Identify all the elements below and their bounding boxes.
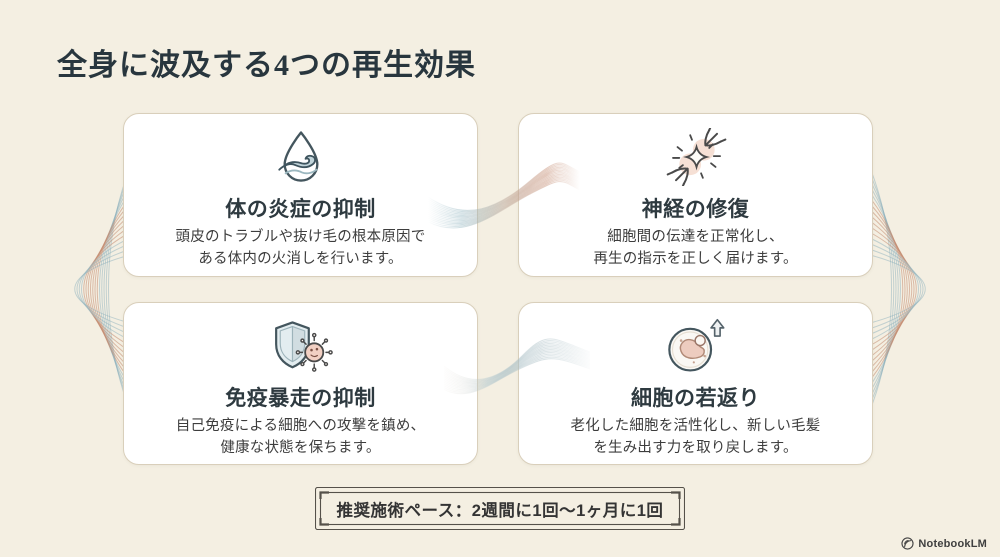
card-body: 自己免疫による細胞への攻撃を鎮め、 健康な状態を保ちます。 [175, 418, 426, 456]
shield-virus-icon [268, 316, 333, 376]
synapse-spark-icon [663, 127, 728, 187]
notebooklm-logo-icon [901, 537, 914, 550]
card-title: 体の炎症の抑制 [225, 198, 376, 221]
brand-footer: NotebookLM [901, 537, 987, 550]
card-body: 細胞間の伝達を正常化し、 再生の指示を正しく届けます。 [593, 229, 798, 267]
card-immune-control: 免疫暴走の抑制 自己免疫による細胞への攻撃を鎮め、 健康な状態を保ちます。 [123, 302, 478, 465]
card-nerve-repair: 神経の修復 細胞間の伝達を正常化し、 再生の指示を正しく届けます。 [518, 113, 873, 277]
page-title: 全身に波及する4つの再生効果 [57, 49, 476, 82]
pace-label: 推奨施術ペース：2週間に1回〜1ヶ月に1回 [336, 501, 664, 520]
pace-banner: 推奨施術ペース：2週間に1回〜1ヶ月に1回 [315, 487, 685, 530]
water-drop-wave-icon [272, 127, 330, 187]
card-title: 細胞の若返り [631, 387, 760, 410]
card-title: 免疫暴走の抑制 [225, 387, 376, 410]
ornamental-frame [315, 487, 685, 530]
card-inflammation: 体の炎症の抑制 頭皮のトラブルや抜け毛の根本原因で ある体内の火消しを行います。 [123, 113, 478, 277]
card-body: 老化した細胞を活性化し、新しい毛髪 を生み出す力を取り戻します。 [570, 418, 821, 456]
brand-name: NotebookLM [918, 537, 987, 550]
card-cell-rejuvenation: 細胞の若返り 老化した細胞を活性化し、新しい毛髪 を生み出す力を取り戻します。 [518, 302, 873, 465]
cell-renewal-icon [663, 316, 728, 376]
card-body: 頭皮のトラブルや抜け毛の根本原因で ある体内の火消しを行います。 [175, 229, 426, 267]
card-title: 神経の修復 [641, 198, 750, 221]
